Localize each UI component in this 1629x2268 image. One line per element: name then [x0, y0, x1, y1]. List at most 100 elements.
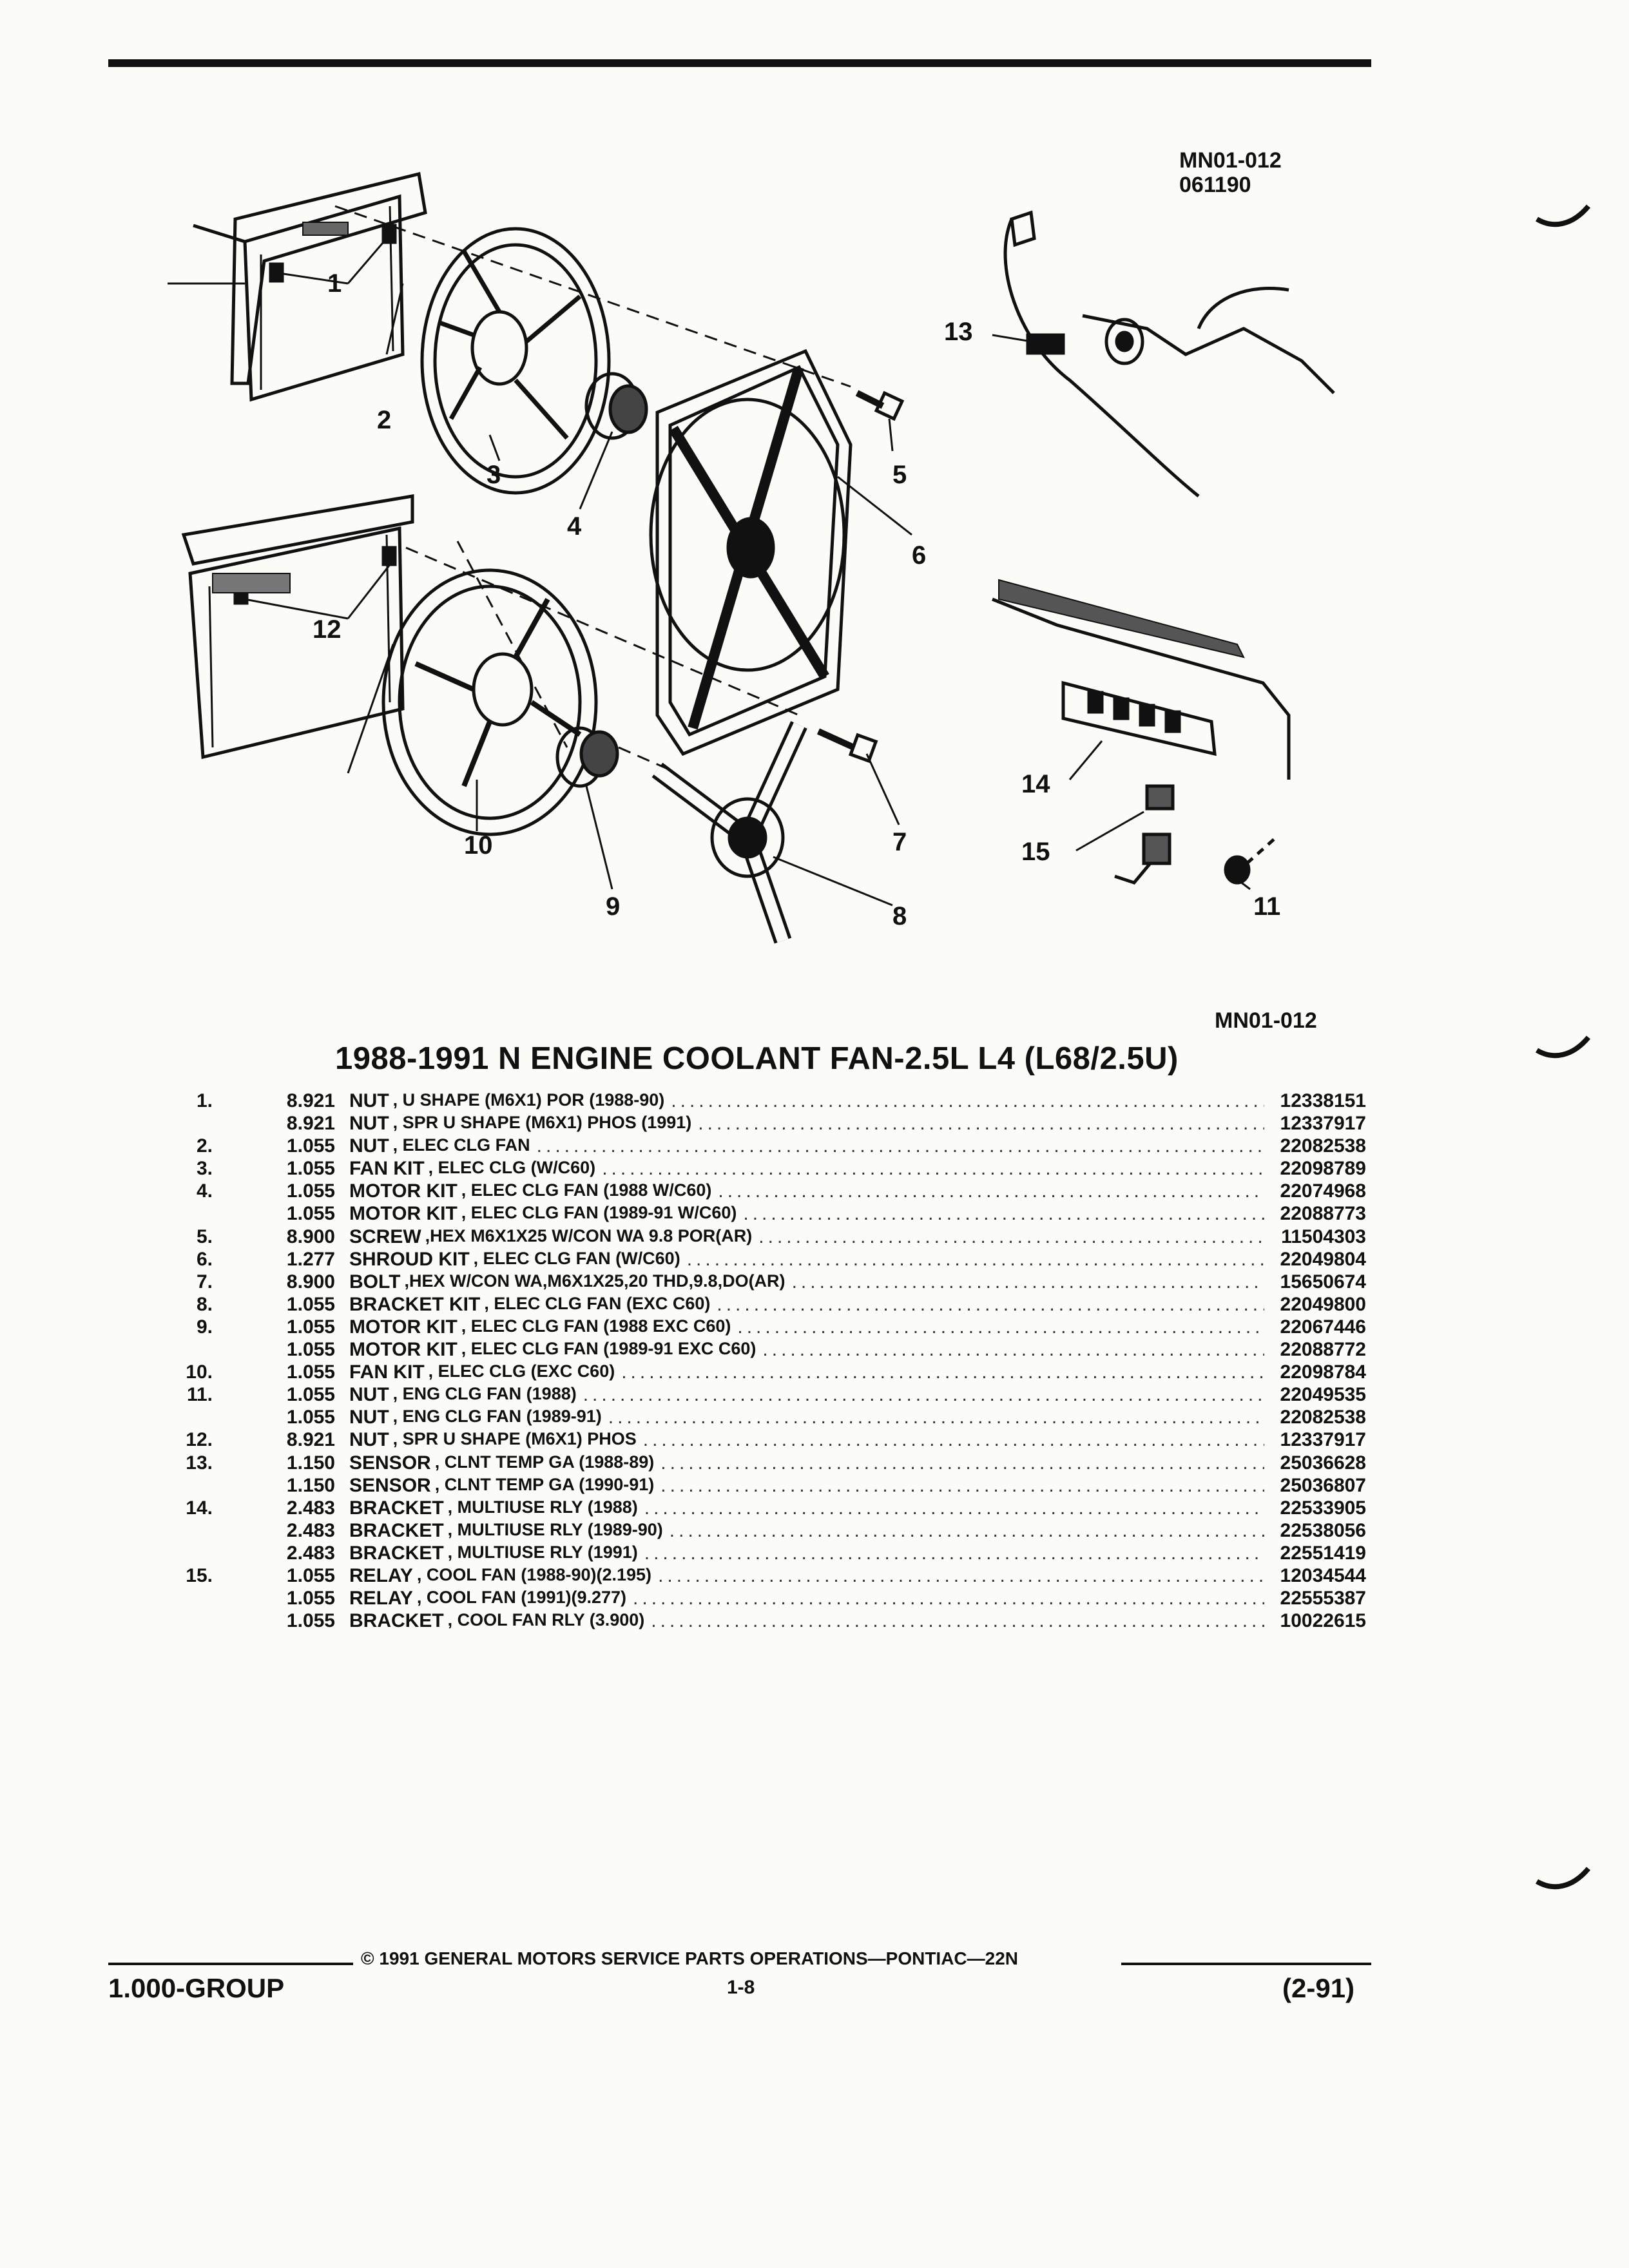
- relay-bracket-area: [992, 579, 1291, 885]
- leader-11: [1237, 878, 1251, 890]
- parts-row: 1.055 RELAY, COOL FAN (1991)(9.277)......…: [148, 1588, 1373, 1610]
- part-number: 15650674: [1280, 1271, 1366, 1293]
- callout-7: 7: [892, 828, 907, 856]
- part-description: NUT, SPR U SHAPE (M6X1) PHOS............…: [349, 1429, 1264, 1451]
- callout-14: 14: [1021, 770, 1050, 798]
- lower-radiator: [181, 494, 414, 760]
- part-name: SCREW: [349, 1225, 421, 1247]
- callout-5: 5: [892, 461, 907, 489]
- part-detail: , COOL FAN RLY (3.900): [447, 1610, 645, 1630]
- part-ref-number: 10.: [186, 1361, 213, 1383]
- part-detail: , SPR U SHAPE (M6X1) PHOS (1991): [392, 1113, 692, 1133]
- part-detail: , ELEC CLG FAN (1988 EXC C60): [461, 1316, 731, 1336]
- leader-dots: ........................................…: [671, 1090, 1264, 1111]
- leader-13: [992, 334, 1032, 343]
- part-number: 12338151: [1280, 1090, 1366, 1111]
- part-ref-number: 3.: [196, 1158, 213, 1180]
- part-description: BRACKET, MULTIUSE RLY (1991)............…: [349, 1542, 1264, 1564]
- part-detail: , ELEC CLG FAN: [392, 1135, 530, 1155]
- section-title: 1988-1991 N ENGINE COOLANT FAN-2.5L L4 (…: [335, 1041, 1179, 1076]
- callout-12: 12: [313, 615, 342, 644]
- part-group-code: 2.483: [286, 1497, 335, 1519]
- part-number: 22555387: [1280, 1588, 1366, 1610]
- leader-dots: ........................................…: [644, 1542, 1264, 1564]
- leader-dots: ........................................…: [762, 1339, 1264, 1361]
- part-name: MOTOR KIT: [349, 1203, 458, 1225]
- callout-1: 1: [327, 269, 342, 298]
- part-name: BRACKET KIT: [349, 1293, 481, 1315]
- part-detail: , ELEC CLG FAN (W/C60): [473, 1248, 680, 1268]
- part-name: MOTOR KIT: [349, 1316, 458, 1338]
- callout-4: 4: [567, 512, 582, 541]
- part-name: NUT: [349, 1429, 389, 1451]
- part-description: BRACKET, COOL FAN RLY (3.900)...........…: [349, 1610, 1264, 1632]
- leader-8: [773, 856, 893, 907]
- part-number: 22098789: [1280, 1158, 1366, 1180]
- diagram-code: MN01-012: [1179, 148, 1282, 173]
- part-description: SENSOR, CLNT TEMP GA (1988-89)..........…: [349, 1452, 1264, 1474]
- callout-15: 15: [1021, 838, 1050, 866]
- part-detail: , U SHAPE (M6X1) POR (1988-90): [392, 1090, 665, 1110]
- leader-14: [1068, 740, 1103, 780]
- part-number: 22098784: [1280, 1361, 1366, 1383]
- part-name: SENSOR: [349, 1474, 431, 1496]
- part-detail: , COOL FAN (1988-90)(2.195): [416, 1564, 652, 1584]
- part-detail: ,HEX W/CON WA,M6X1X25,20 THD,9.8,DO(AR): [404, 1271, 786, 1291]
- part-name: BRACKET: [349, 1610, 444, 1632]
- part-ref-number: 5.: [196, 1225, 213, 1247]
- footer-date: (2-91): [1282, 1973, 1355, 2003]
- part-number: 22049804: [1280, 1248, 1366, 1270]
- part-name: SENSOR: [349, 1452, 431, 1474]
- binder-hole-mark-top: [1535, 204, 1591, 227]
- leader-dots: ........................................…: [651, 1610, 1264, 1632]
- part-name: BOLT: [349, 1271, 401, 1293]
- part-description: MOTOR KIT, ELEC CLG FAN (1988 W/C60)....…: [349, 1180, 1264, 1202]
- part-name: BRACKET: [349, 1542, 444, 1564]
- part-description: RELAY, COOL FAN (1988-90)(2.195)........…: [349, 1565, 1264, 1587]
- binder-hole-mark-bottom: [1535, 1867, 1591, 1890]
- part-detail: , MULTIUSE RLY (1988): [447, 1497, 638, 1517]
- leader-dots: ........................................…: [758, 1225, 1264, 1247]
- part-name: BRACKET: [349, 1519, 444, 1541]
- leader-dots: ........................................…: [698, 1113, 1264, 1135]
- part-group-code: 1.055: [286, 1135, 335, 1157]
- part-number: 12337917: [1280, 1113, 1366, 1135]
- part-description: FAN KIT, ELEC CLG (EXC C60).............…: [349, 1361, 1264, 1383]
- part-detail: , ELEC CLG (EXC C60): [428, 1361, 615, 1381]
- part-description: BRACKET, MULTIUSE RLY (1988)............…: [349, 1497, 1264, 1519]
- part-description: RELAY, COOL FAN (1991)(9.277)...........…: [349, 1588, 1264, 1610]
- part-description: SCREW,HEX M6X1X25 W/CON WA 9.8 POR(AR)..…: [349, 1226, 1264, 1248]
- part-description: NUT, U SHAPE (M6X1) POR (1988-90).......…: [349, 1090, 1264, 1112]
- part-name: FAN KIT: [349, 1361, 425, 1383]
- part-group-code: 1.055: [286, 1564, 335, 1586]
- part-group-code: 8.900: [286, 1225, 335, 1247]
- part-group-code: 1.055: [286, 1293, 335, 1315]
- part-description: NUT, SPR U SHAPE (M6X1) PHOS (1991).....…: [349, 1113, 1264, 1135]
- leader-dots: ........................................…: [621, 1361, 1264, 1383]
- part-number: 22533905: [1280, 1497, 1366, 1519]
- part-name: NUT: [349, 1090, 389, 1111]
- part-group-code: 1.055: [286, 1407, 335, 1428]
- part-description: BRACKET, MULTIUSE RLY (1989-90).........…: [349, 1520, 1264, 1542]
- part-group-code: 8.900: [286, 1271, 335, 1293]
- binder-hole-mark-middle: [1535, 1035, 1591, 1059]
- part-group-code: 1.150: [286, 1452, 335, 1474]
- screw: [855, 390, 905, 421]
- leader-dots: ........................................…: [633, 1588, 1264, 1610]
- footer-page-number: 1-8: [727, 1977, 755, 1998]
- callout-8: 8: [892, 902, 907, 930]
- leader-dots: ........................................…: [644, 1497, 1264, 1519]
- part-group-code: 1.055: [286, 1588, 335, 1610]
- leader-dots: ........................................…: [737, 1316, 1264, 1338]
- part-description: NUT, ENG CLG FAN (1989-91)..............…: [349, 1407, 1264, 1428]
